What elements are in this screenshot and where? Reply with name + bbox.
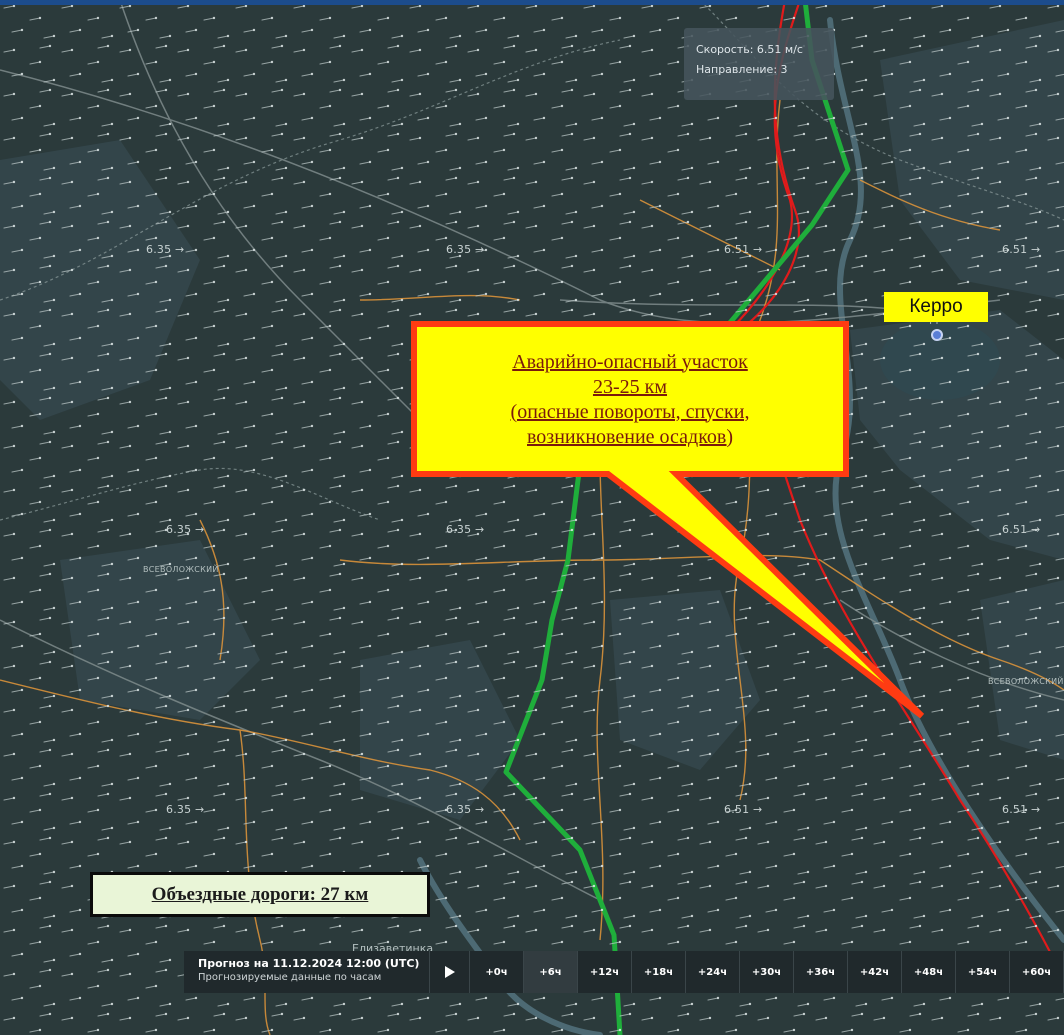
district-label: ВСЕВОЛОЖСКИЙ: [988, 677, 1064, 686]
wind-speed-label: 6.35 →: [446, 523, 485, 536]
timeline-step[interactable]: +60ч: [1010, 951, 1064, 993]
tooltip-speed: Скорость: 6.51 м/с: [696, 43, 803, 56]
timeline-step[interactable]: +12ч: [578, 951, 632, 993]
timeline-step[interactable]: +30ч: [740, 951, 794, 993]
place-label-kerro: Керро: [884, 292, 988, 322]
timeline-info: Прогноз на 11.12.2024 12:00 (UTC) Прогно…: [184, 951, 430, 993]
location-pin-icon[interactable]: [931, 329, 943, 341]
timeline-step[interactable]: +48ч: [902, 951, 956, 993]
forecast-timeline: Прогноз на 11.12.2024 12:00 (UTC) Прогно…: [184, 951, 1064, 993]
timeline-step[interactable]: +18ч: [632, 951, 686, 993]
timeline-steps: +0ч +6ч +12ч +18ч +24ч +30ч +36ч +42ч +4…: [470, 951, 1064, 993]
wind-speed-label: 6.51 →: [724, 803, 763, 816]
play-icon: [444, 966, 455, 978]
detour-label: Объездные дороги: 27 км: [90, 872, 430, 917]
timeline-step[interactable]: +36ч: [794, 951, 848, 993]
callout-line: возникновение осадков): [527, 425, 733, 448]
callout-line: Аварийно-опасный участок: [512, 350, 748, 373]
wind-speed-label: 6.51 →: [1002, 243, 1041, 256]
timeline-subtitle: Прогнозируемые данные по часам: [198, 972, 382, 983]
wind-speed-label: 6.35 →: [446, 803, 485, 816]
detour-text: Объездные дороги: 27 км: [93, 875, 427, 914]
top-strip: [0, 0, 1064, 5]
timeline-step-active[interactable]: +6ч: [524, 951, 578, 993]
tooltip-direction: Направление: 3: [696, 63, 788, 76]
wind-speed-label: 6.35 →: [446, 243, 485, 256]
wind-speed-label: 6.35 →: [166, 523, 205, 536]
wind-speed-label: 6.51 →: [1002, 803, 1041, 816]
wind-speed-label: 6.51 →: [1002, 523, 1041, 536]
callout-line: (опасные повороты, спуски,: [510, 400, 750, 423]
play-button[interactable]: [430, 951, 470, 993]
timeline-step[interactable]: +0ч: [470, 951, 524, 993]
timeline-step[interactable]: +24ч: [686, 951, 740, 993]
wind-tooltip: Скорость: 6.51 м/с Направление: 3: [684, 28, 834, 100]
district-label: ВСЕВОЛОЖСКИЙ: [143, 565, 219, 574]
timeline-step[interactable]: +54ч: [956, 951, 1010, 993]
wind-speed-label: 6.51 →: [724, 243, 763, 256]
hazard-callout: Аварийно-опасный участок 23-25 км (опасн…: [420, 332, 840, 467]
callout-line: 23-25 км: [592, 375, 668, 398]
timeline-title: Прогноз на 11.12.2024 12:00 (UTC): [198, 957, 420, 970]
timeline-step[interactable]: +42ч: [848, 951, 902, 993]
wind-speed-label: 6.35 →: [166, 803, 205, 816]
wind-speed-label: 6.35 →: [146, 243, 185, 256]
